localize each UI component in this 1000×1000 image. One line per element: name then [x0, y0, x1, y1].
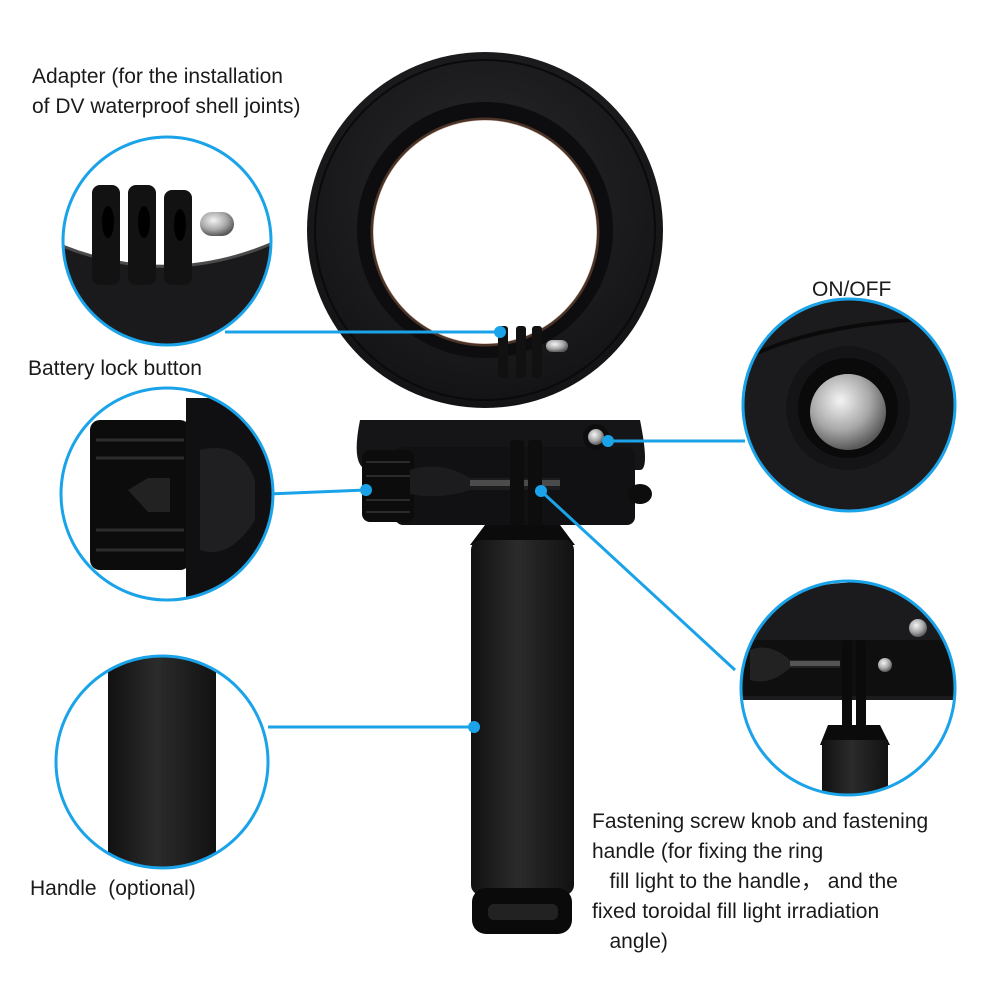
- handle-label: Handle (optional): [30, 877, 196, 900]
- fastening-callout: [739, 579, 957, 797]
- adapter-callout: [61, 135, 273, 347]
- on-off-callout: [741, 297, 957, 513]
- ring-light: [307, 52, 663, 470]
- gopro-adapter-mount: [498, 326, 568, 378]
- on-off-label: ON/OFF: [812, 278, 892, 301]
- battery-lock-label: Battery lock button: [28, 357, 202, 380]
- fastening-label: Fastening screw knob and fastening handl…: [592, 810, 929, 953]
- handle-callout: [54, 654, 270, 870]
- battery-lock-callout: [59, 386, 275, 602]
- callout-connectors: [225, 326, 745, 733]
- mount-bar: [362, 424, 652, 550]
- handle-grip: [470, 525, 575, 934]
- adapter-label: Adapter (for the installation of DV wate…: [32, 65, 301, 118]
